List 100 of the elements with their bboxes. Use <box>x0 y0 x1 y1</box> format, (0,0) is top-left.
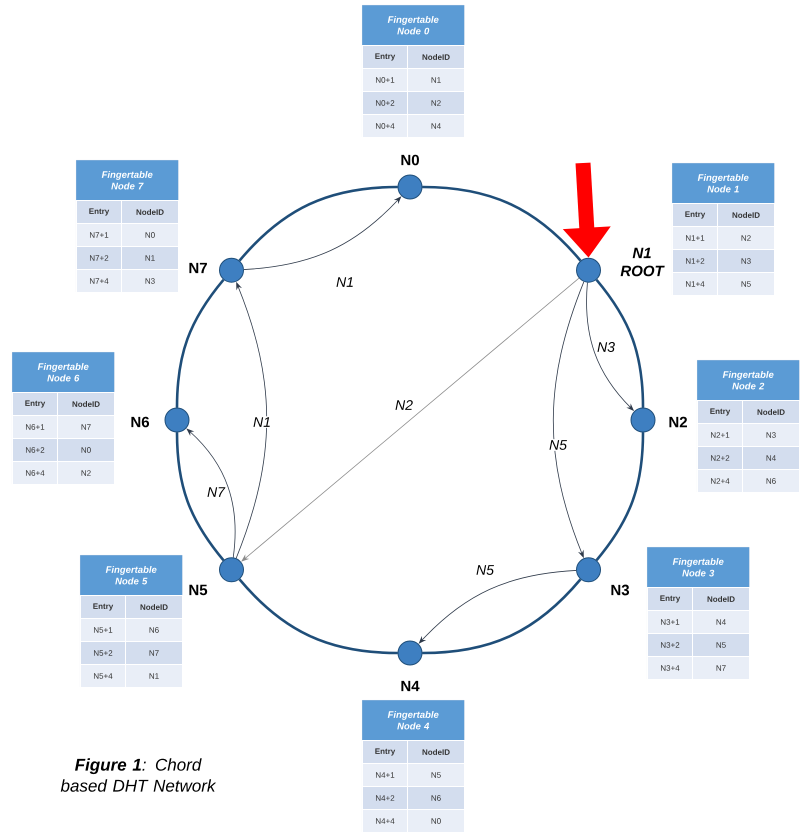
table-cell: N1 <box>125 664 183 688</box>
table-header: Fingertable Node 5 <box>80 555 182 596</box>
table-cell: Entry <box>697 400 743 424</box>
table-cell: N0 <box>407 809 465 832</box>
table-cell: N6+1 <box>12 415 58 439</box>
caption: Figure 1: Chord based DHT Network <box>60 758 216 792</box>
edge-label: N1 <box>252 416 272 428</box>
table-cell: N0 <box>57 438 115 462</box>
table-cell: Entry <box>76 200 122 224</box>
node-label: N5 <box>189 584 208 596</box>
table-cell: N1+4 <box>672 272 718 296</box>
table-cell: N3+1 <box>647 610 693 634</box>
node-label: N6 <box>131 416 150 428</box>
table-cell: N4+2 <box>362 786 408 810</box>
table-cell: N4 <box>692 610 750 634</box>
edge-label: N2 <box>394 399 414 411</box>
table-cell: N3 <box>121 269 179 293</box>
table-cell: N5+1 <box>80 618 126 642</box>
finger-table <box>362 5 465 138</box>
table-cell: N6 <box>407 786 465 810</box>
table-header: Fingertable Node 3 <box>647 547 750 588</box>
table-cell: NodeID <box>407 45 465 69</box>
table-cell: N2 <box>57 461 115 485</box>
table-cell: N4 <box>407 114 465 138</box>
table-cell: NodeID <box>742 400 800 424</box>
table-header: Fingertable Node 2 <box>697 360 800 400</box>
ring-arc <box>596 432 644 562</box>
ring-arc <box>238 186 398 262</box>
table-cell: Entry <box>647 587 693 611</box>
table-cell: N1+2 <box>672 249 718 273</box>
table-header: Fingertable Node 1 <box>672 163 774 204</box>
table-cell: N3+2 <box>647 633 693 657</box>
table-cell: N2+2 <box>697 446 743 470</box>
table-cell: Entry <box>672 203 718 227</box>
table-cell: N4+1 <box>362 763 408 787</box>
table-cell: Entry <box>80 595 126 619</box>
table-cell: N4 <box>742 446 800 470</box>
table-cell: N3+4 <box>647 656 693 680</box>
table-cell: N3 <box>742 423 800 447</box>
table-cell: NodeID <box>692 587 750 611</box>
finger-table <box>80 555 183 688</box>
table-cell: NodeID <box>125 595 183 619</box>
ring-arc <box>176 432 224 562</box>
table-cell: N7 <box>125 641 183 665</box>
table-cell: N5 <box>407 763 465 787</box>
table-cell: N0+2 <box>362 91 408 115</box>
table-header: Fingertable Node 7 <box>76 160 178 200</box>
ring-arc <box>422 578 582 654</box>
table-cell: N2+1 <box>697 423 743 447</box>
table-cell: N6+4 <box>12 461 58 485</box>
node-label: N4 <box>401 680 420 692</box>
table-cell: N2 <box>407 91 465 115</box>
finger-table <box>647 547 750 680</box>
table-cell: N6+2 <box>12 438 58 462</box>
table-cell: Entry <box>362 45 408 69</box>
edge-label: N5 <box>548 439 568 451</box>
finger-table <box>697 360 800 493</box>
node-label: N1 ROOT <box>620 248 665 276</box>
table-cell: N0 <box>121 223 179 247</box>
table-cell: N3 <box>717 249 775 273</box>
table-cell: NodeID <box>407 740 465 764</box>
table-header: Fingertable Node 0 <box>362 5 464 46</box>
edge-label: N5 <box>475 564 495 576</box>
table-cell: N5 <box>692 633 750 657</box>
table-cell: N6 <box>742 469 800 493</box>
table-cell: NodeID <box>121 200 179 224</box>
table-header: Fingertable Node 4 <box>362 700 464 740</box>
node-label: N2 <box>669 416 687 428</box>
node-label: N7 <box>189 262 207 274</box>
finger-table <box>672 163 775 296</box>
table-cell: N5+4 <box>80 664 126 688</box>
table-cell: N7+4 <box>76 269 122 293</box>
table-header: Fingertable Node 6 <box>12 352 114 392</box>
table-cell: Entry <box>362 740 408 764</box>
node-label: N3 <box>611 584 630 596</box>
table-cell: NodeID <box>57 392 115 416</box>
table-cell: N2 <box>717 226 775 250</box>
table-cell: N1 <box>407 68 465 92</box>
ring-arc <box>422 186 582 262</box>
ring-arc <box>238 578 398 654</box>
ring-arc <box>596 278 644 408</box>
table-cell: N7 <box>57 415 115 439</box>
table-cell: NodeID <box>717 203 775 227</box>
node-label: N0 <box>401 154 419 166</box>
table-cell: N2+4 <box>697 469 743 493</box>
ring-arc <box>176 278 224 408</box>
finger-table <box>12 352 115 485</box>
table-cell: N5 <box>717 272 775 296</box>
table-cell: N7 <box>692 656 750 680</box>
table-cell: Entry <box>12 392 58 416</box>
table-cell: N4+4 <box>362 809 408 832</box>
table-cell: N7+1 <box>76 223 122 247</box>
finger-table <box>76 160 179 293</box>
edge-label: N1 <box>335 276 355 288</box>
table-cell: N1 <box>121 246 179 270</box>
edge-label: N3 <box>596 341 616 353</box>
table-cell: N5+2 <box>80 641 126 665</box>
edge-label: N7 <box>206 486 226 498</box>
table-cell: N0+1 <box>362 68 408 92</box>
table-cell: N7+2 <box>76 246 122 270</box>
